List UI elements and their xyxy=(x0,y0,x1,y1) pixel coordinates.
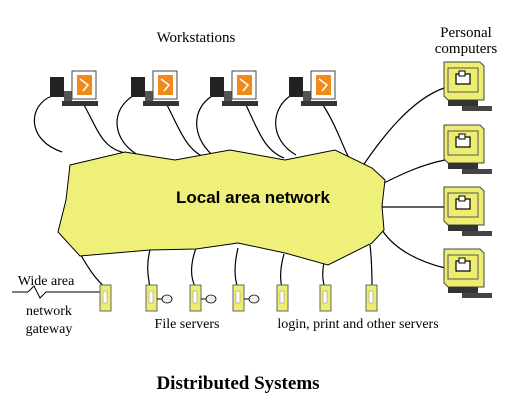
personal-computer-icon xyxy=(443,186,492,236)
other-server[interactable] xyxy=(365,284,378,312)
server-icon xyxy=(319,284,332,312)
personal-computer[interactable] xyxy=(443,61,492,111)
pc-cables xyxy=(359,87,446,269)
personal-computers-label-2: computers xyxy=(435,41,498,57)
disk-icon xyxy=(161,294,173,304)
workstation[interactable] xyxy=(50,70,98,106)
disk-icon xyxy=(205,294,217,304)
workstation-icon xyxy=(50,70,98,106)
workstations-label: Workstations xyxy=(157,30,236,46)
lan-label: Local area network xyxy=(176,188,331,207)
personal-computer-icon xyxy=(443,124,492,174)
file-servers-label: File servers xyxy=(155,317,220,332)
workstation-icon xyxy=(289,70,337,106)
wan-label-2: network xyxy=(26,304,72,319)
wan-label-1: Wide area xyxy=(18,274,75,289)
other-server[interactable] xyxy=(319,284,332,312)
personal-computers-label-1: Personal xyxy=(440,25,492,41)
workstation[interactable] xyxy=(289,70,337,106)
disk-icon xyxy=(248,294,260,304)
server-icon xyxy=(99,284,112,312)
server-icon xyxy=(365,284,378,312)
workstation-cables xyxy=(33,95,351,161)
other-server[interactable] xyxy=(276,284,289,312)
other-servers-label: login, print and other servers xyxy=(277,317,438,332)
lan-cloud xyxy=(57,149,386,266)
workstation[interactable] xyxy=(131,70,179,106)
workstation-icon xyxy=(131,70,179,106)
gateway-server[interactable] xyxy=(99,284,112,312)
personal-computer-icon xyxy=(443,61,492,111)
file-server[interactable] xyxy=(145,284,173,312)
workstation[interactable] xyxy=(210,70,258,106)
workstation-icon xyxy=(210,70,258,106)
caption: Distributed Systems xyxy=(156,373,319,394)
server-icon xyxy=(276,284,289,312)
server-icon xyxy=(145,284,158,312)
server-icon xyxy=(189,284,202,312)
server-icon xyxy=(232,284,245,312)
file-server[interactable] xyxy=(189,284,217,312)
personal-computer[interactable] xyxy=(443,124,492,174)
file-server[interactable] xyxy=(232,284,260,312)
zigzag-link-icon xyxy=(12,285,100,299)
personal-computer[interactable] xyxy=(443,248,492,298)
personal-computer[interactable] xyxy=(443,186,492,236)
wan-label-3: gateway xyxy=(26,322,73,337)
personal-computer-icon xyxy=(443,248,492,298)
